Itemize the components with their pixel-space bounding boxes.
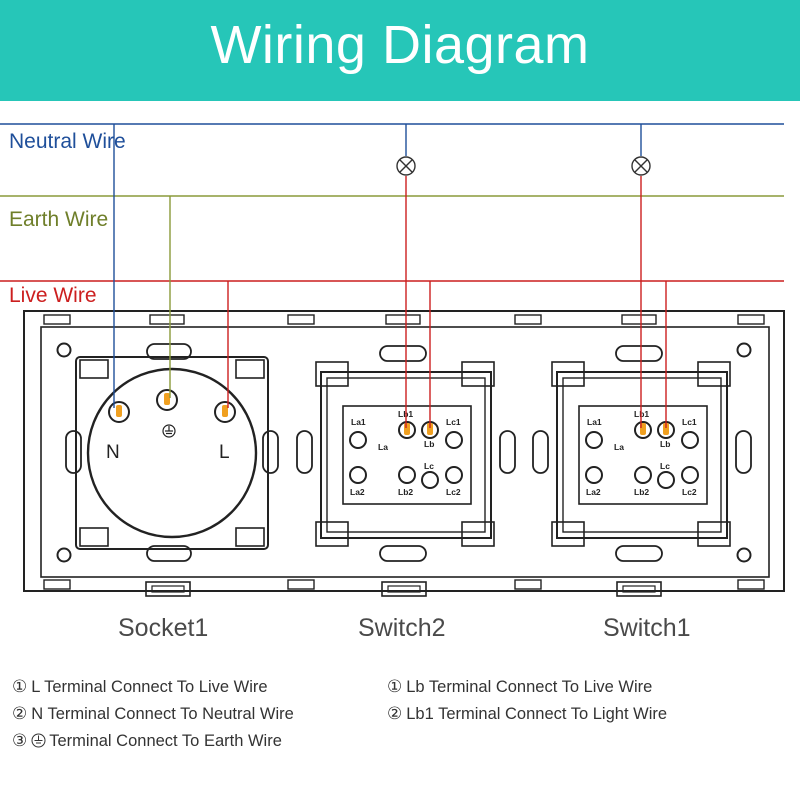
ground-icon: [31, 733, 46, 748]
switch1-terminal-lc2: Lc2: [682, 487, 697, 497]
switch2-terminal-lb: Lb: [424, 439, 434, 449]
switch1-module: [551, 361, 731, 547]
note-number: ②: [387, 704, 403, 723]
note-number: ①: [387, 677, 403, 696]
switch2-label: Switch2: [358, 614, 446, 642]
earth-wire-label: Earth Wire: [9, 208, 109, 231]
switch2-terminal-lb2: Lb2: [398, 487, 413, 497]
live-wire-label: Live Wire: [9, 284, 97, 307]
lamp-icon: [631, 156, 651, 176]
switch2-module: [315, 361, 495, 547]
mounting-slots: [65, 343, 752, 562]
page-title: Wiring Diagram: [210, 15, 590, 75]
switch1-terminal-la: La: [614, 442, 624, 452]
switch1-terminal-lb: Lb: [660, 439, 670, 449]
panel-frame: [23, 310, 785, 597]
note-number: ③: [12, 731, 28, 750]
socket-module: [75, 356, 269, 550]
switch1-terminal-lb2: Lb2: [634, 487, 649, 497]
switch2-terminal-la1: La1: [351, 417, 366, 427]
title-banner: Wiring Diagram: [0, 0, 800, 101]
note-text: Lb Terminal Connect To Live Wire: [406, 678, 653, 696]
note-text: Terminal Connect To Earth Wire: [49, 732, 282, 750]
socket-terminal-dots: [116, 393, 228, 417]
socket-note-3: ③ Terminal Connect To Earth Wire: [12, 731, 282, 751]
switch1-terminal-lc: Lc: [660, 461, 670, 471]
socket1-label: Socket1: [118, 614, 209, 642]
switch1-terminal-la2: La2: [586, 487, 601, 497]
note-text: Lb1 Terminal Connect To Light Wire: [406, 705, 668, 723]
note-number: ②: [12, 704, 28, 723]
socket-terminal-n: N: [106, 442, 120, 463]
neutral-wire-label: Neutral Wire: [9, 130, 126, 153]
socket-terminal-l: L: [219, 442, 230, 463]
note-number: ①: [12, 677, 28, 696]
note-text: N Terminal Connect To Neutral Wire: [31, 705, 294, 723]
lamp-icon: [396, 156, 416, 176]
switch2-terminal-lc2: Lc2: [446, 487, 461, 497]
switch2-terminal-lc1: Lc1: [446, 417, 461, 427]
ground-icon: [162, 424, 176, 438]
switch1-label: Switch1: [603, 614, 691, 642]
switch1-terminal-la1: La1: [587, 417, 602, 427]
switch2-terminal-la2: La2: [350, 487, 365, 497]
switch2-terminal-lc: Lc: [424, 461, 434, 471]
switch1-terminal-lc1: Lc1: [682, 417, 697, 427]
note-text: L Terminal Connect To Live Wire: [31, 678, 268, 696]
switch2-terminal-la: La: [378, 442, 388, 452]
